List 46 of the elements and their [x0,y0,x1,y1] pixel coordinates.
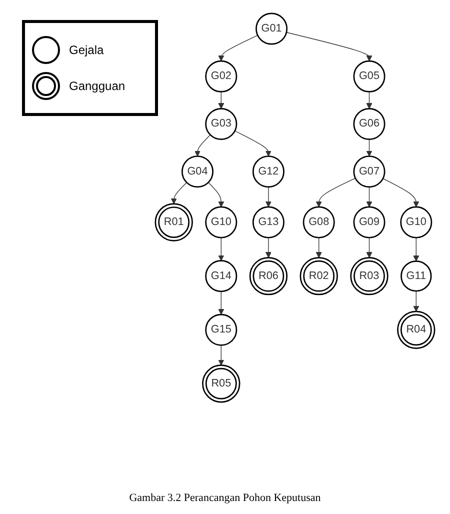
arrow [170,182,188,204]
node-circle: G02 [205,60,238,92]
node-circle: G12 [252,156,284,188]
arrow [194,134,211,157]
node-circle: R05 [202,364,240,403]
arrow [316,178,356,208]
arrow [413,237,420,262]
arrow [286,32,372,62]
arrow [218,91,224,109]
node-circle: G09 [353,206,386,238]
node-circle: G10 [400,206,432,238]
arrow [382,178,420,208]
node-circle: G01 [256,12,288,45]
node-circle: G08 [302,206,335,238]
arrow [265,186,272,208]
node-circle: R02 [300,256,338,296]
arrow [218,344,224,366]
arrow [265,237,272,258]
node-circle: G14 [205,260,238,292]
node-circle: G03 [205,108,238,140]
arrow [218,237,224,261]
node-circle: G10 [205,206,238,238]
node-circle: G04 [181,156,214,188]
arrow [316,237,322,258]
legend-label: Gangguan [69,79,126,93]
node-circle: G13 [252,206,284,238]
node-circle: R01 [154,203,193,242]
node-circle: R04 [397,310,436,349]
node-circle: G07 [353,156,386,188]
legend-label: Gejala [69,43,104,57]
node-circle: G15 [205,314,238,346]
node-circle: G11 [400,260,432,292]
arrow [366,237,372,258]
arrow [366,91,372,109]
node-circle: R06 [249,256,288,296]
arrow [208,182,224,208]
node-circle: R03 [350,256,388,296]
arrow [218,291,224,315]
arrow [413,290,420,312]
node-circle: G06 [353,108,386,140]
node-circle: G05 [353,60,386,92]
arrow [366,186,372,208]
arrow [234,130,272,157]
arrow [218,34,258,62]
figure-caption: Gambar 3.2 Perancangan Pohon Keputusan [129,492,321,504]
arrow [366,138,372,157]
